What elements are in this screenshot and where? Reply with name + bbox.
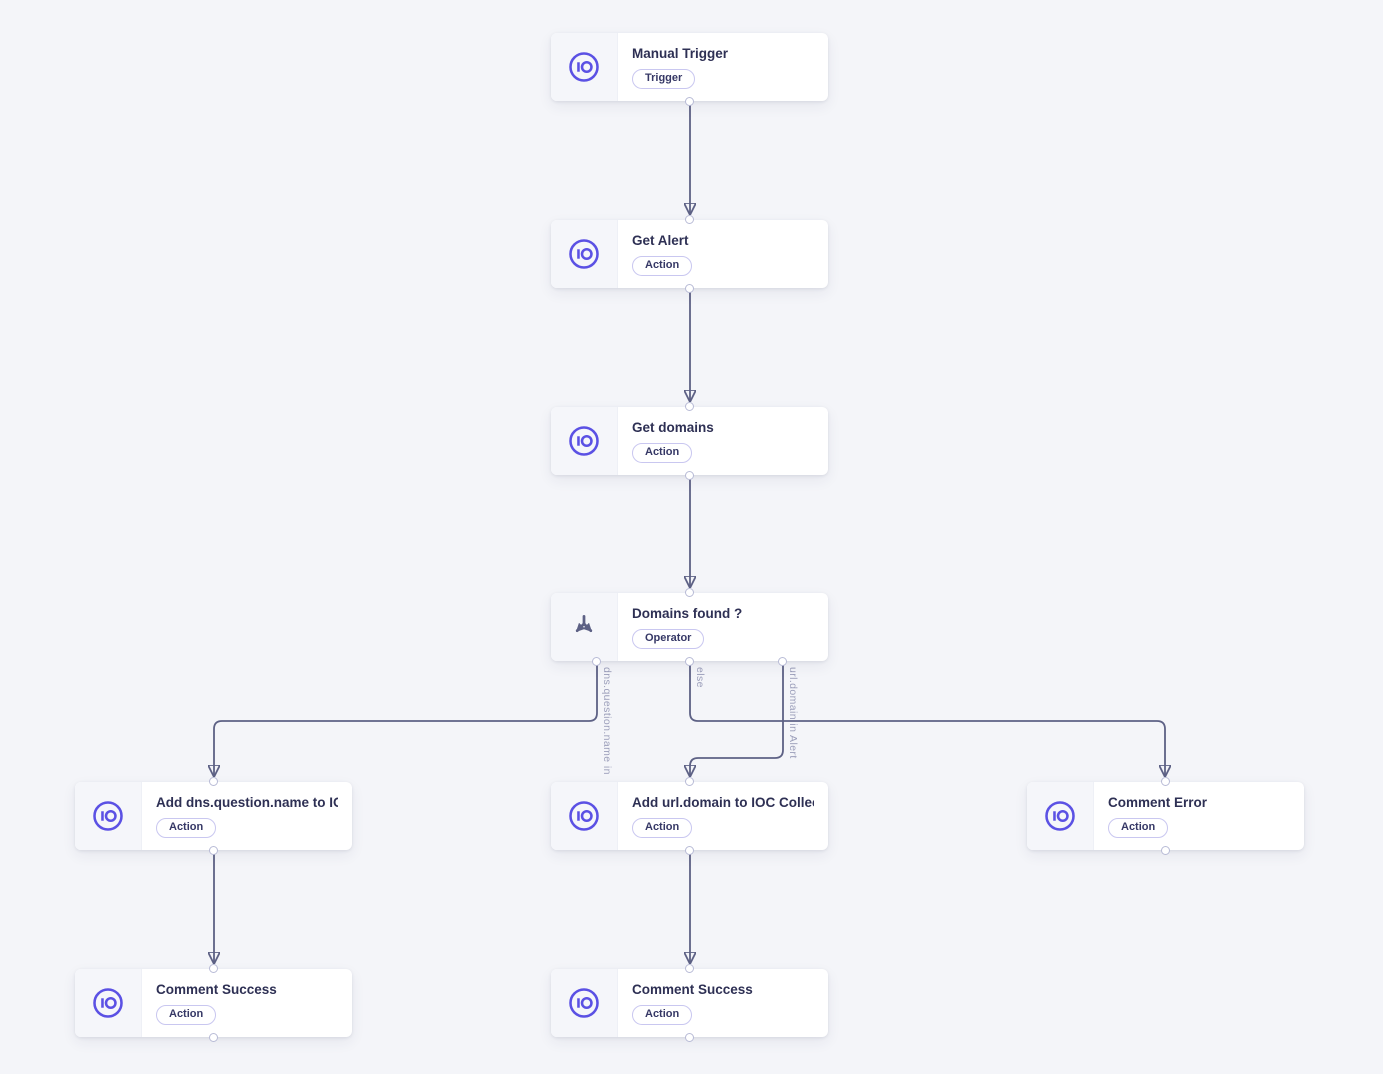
node-comment-success-middle[interactable]: Comment Success Action (551, 964, 828, 1042)
node-title: Comment Success (156, 982, 277, 997)
sekoia-io-icon (1027, 782, 1094, 850)
node-type-badge: Action (632, 1005, 693, 1025)
output-port[interactable] (209, 1033, 218, 1042)
node-add-dns-to-ioc[interactable]: Add dns.question.name to IOC ... Action (75, 777, 352, 855)
edge-domains-found-to-add-url (690, 665, 784, 775)
output-port-else[interactable] (685, 657, 694, 666)
input-port[interactable] (209, 964, 218, 973)
node-title: Comment Success (632, 982, 753, 997)
node-title: Domains found ? (632, 606, 743, 621)
node-type-badge: Operator (632, 629, 705, 649)
input-port[interactable] (685, 588, 694, 597)
edge-label-url-condition: url.domain in Alert (787, 667, 799, 759)
node-get-alert[interactable]: Get Alert Action (551, 215, 828, 293)
edge-domains-found-to-add-dns (214, 665, 598, 775)
output-port[interactable] (685, 846, 694, 855)
node-type-badge: Action (156, 818, 217, 838)
node-type-badge: Action (632, 443, 693, 463)
output-port[interactable] (209, 846, 218, 855)
output-port[interactable] (685, 97, 694, 106)
sekoia-io-icon (551, 220, 618, 288)
node-domains-found-operator[interactable]: Domains found ? Operator (551, 588, 828, 666)
node-comment-success-left[interactable]: Comment Success Action (75, 964, 352, 1042)
node-title: Get Alert (632, 233, 689, 248)
node-type-badge: Action (632, 256, 693, 276)
node-type-badge: Action (1108, 818, 1169, 838)
sekoia-io-icon (551, 969, 618, 1037)
node-type-badge: Action (156, 1005, 217, 1025)
edge-label-else: else (694, 667, 706, 688)
node-title: Add url.domain to IOC Collection (632, 795, 814, 810)
output-port[interactable] (685, 471, 694, 480)
node-title: Add dns.question.name to IOC ... (156, 795, 338, 810)
node-type-badge: Trigger (632, 69, 696, 89)
output-port[interactable] (1161, 846, 1170, 855)
output-port[interactable] (685, 1033, 694, 1042)
node-title: Get domains (632, 420, 714, 435)
input-port[interactable] (209, 777, 218, 786)
fork-split-icon (551, 593, 618, 661)
sekoia-io-icon (551, 782, 618, 850)
input-port[interactable] (1161, 777, 1170, 786)
output-port-dns-condition[interactable] (592, 657, 601, 666)
edge-domains-found-to-comment-error (689, 665, 1165, 775)
sekoia-io-icon (75, 782, 142, 850)
node-manual-trigger[interactable]: Manual Trigger Trigger (551, 33, 828, 106)
sekoia-io-icon (551, 407, 618, 475)
input-port[interactable] (685, 777, 694, 786)
input-port[interactable] (685, 215, 694, 224)
input-port[interactable] (685, 402, 694, 411)
node-add-url-to-ioc[interactable]: Add url.domain to IOC Collection Action (551, 777, 828, 855)
output-port[interactable] (685, 284, 694, 293)
output-port-url-condition[interactable] (778, 657, 787, 666)
node-title: Comment Error (1108, 795, 1208, 810)
edge-label-dns-condition: dns.question.name in Alert (601, 667, 613, 777)
node-get-domains[interactable]: Get domains Action (551, 402, 828, 480)
node-type-badge: Action (632, 818, 693, 838)
input-port[interactable] (685, 964, 694, 973)
node-title: Manual Trigger (632, 46, 729, 61)
sekoia-io-icon (75, 969, 142, 1037)
sekoia-io-icon (551, 33, 618, 101)
node-comment-error[interactable]: Comment Error Action (1027, 777, 1304, 855)
